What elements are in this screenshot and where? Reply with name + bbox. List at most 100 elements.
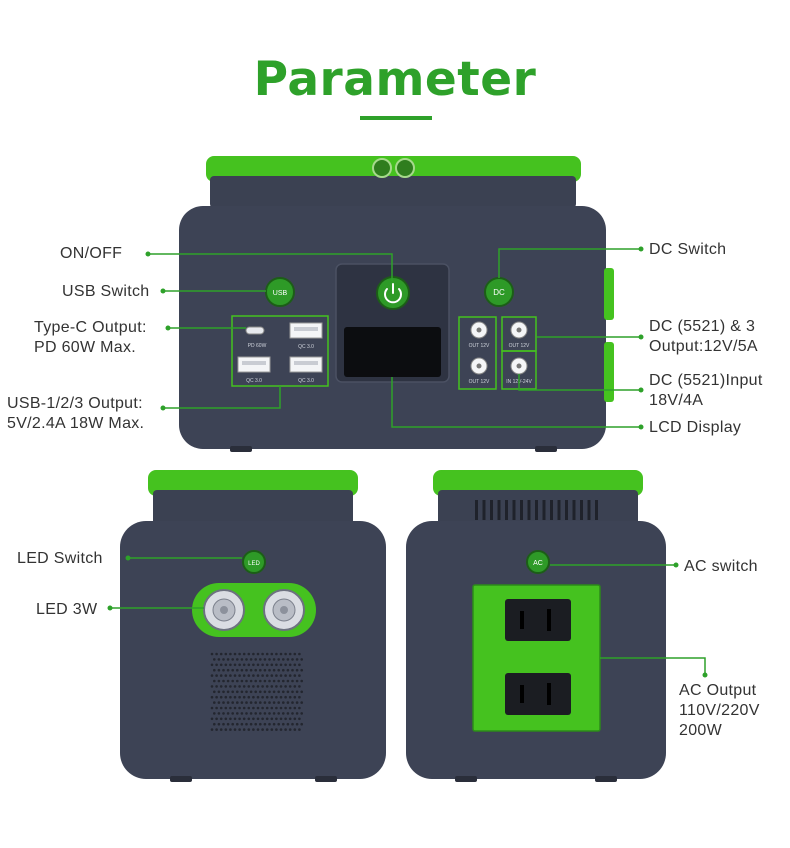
speaker-hole (300, 658, 304, 661)
speaker-hole (224, 706, 228, 710)
foot (535, 446, 557, 452)
speaker-hole (247, 674, 251, 677)
title-underline (360, 116, 432, 120)
led-switch-button[interactable] (242, 550, 266, 574)
speaker-hole (277, 722, 281, 726)
speaker-hole (252, 663, 255, 667)
speaker-hole (219, 717, 223, 721)
speaker-hole (295, 690, 299, 694)
speaker-hole (240, 658, 244, 661)
label-ac-switch: AC switch (684, 558, 758, 575)
dc-port-1-label: OUT 12V (469, 343, 490, 349)
speaker-hole (224, 685, 228, 688)
usb-switch-button[interactable] (265, 277, 295, 307)
speaker-hole (270, 652, 274, 656)
speaker-hole (245, 658, 248, 661)
label-usb-switch: USB Switch (62, 283, 150, 300)
speaker-hole (300, 679, 304, 683)
speaker-hole (291, 668, 294, 672)
label-usb-output: USB-1/2/3 Output: 5V/2.4A 18W Max. (7, 395, 145, 432)
speaker-hole (282, 658, 285, 661)
dc-button-label: DC (493, 288, 505, 297)
speaker-hole (263, 668, 267, 672)
speaker-hole (210, 663, 214, 667)
speaker-hole (275, 717, 278, 721)
vent-slot (580, 500, 583, 520)
speaker-hole (284, 685, 287, 688)
speaker-hole (284, 728, 287, 731)
speaker-hole (259, 722, 262, 726)
vent-slot (572, 500, 576, 520)
back-view: AC (406, 470, 666, 782)
speaker-hole (219, 674, 223, 677)
speaker-hole (229, 728, 232, 731)
speaker-hole (270, 717, 274, 721)
ac-switch-button[interactable] (526, 550, 550, 574)
speaker-hole (286, 679, 290, 683)
speaker-hole (224, 695, 228, 699)
label-type-c-output: Type-C Output: PD 60W Max. (34, 319, 147, 356)
speaker-hole (210, 652, 214, 656)
type-c-port (245, 326, 265, 335)
label-led-switch: LED Switch (17, 550, 103, 567)
speaker-hole (245, 722, 248, 726)
speaker-hole (249, 658, 253, 661)
speaker-hole (282, 722, 285, 726)
speaker-hole (222, 722, 225, 726)
speaker-hole (233, 695, 237, 699)
speaker-hole (277, 658, 281, 661)
speaker-hole (231, 722, 234, 726)
vent-slot (475, 500, 478, 520)
label-dc5521-input: DC (5521)Input 18V/4A (649, 372, 763, 409)
speaker-hole (298, 652, 301, 656)
speaker-hole (259, 658, 262, 661)
speaker-hole (293, 695, 297, 699)
outlet-slot (520, 611, 524, 629)
speaker-hole (242, 674, 246, 677)
speaker-hole (291, 690, 294, 694)
speaker-hole (215, 717, 218, 721)
vent-slot (497, 500, 501, 520)
led-button-label: LED (248, 561, 260, 567)
speaker-hole (254, 668, 257, 672)
speaker-hole (231, 668, 234, 672)
speaker-hole (284, 674, 287, 677)
foot (230, 446, 252, 452)
speaker-hole (270, 706, 274, 710)
speaker-hole (231, 712, 234, 715)
speaker-hole (236, 701, 239, 704)
speaker-hole (265, 652, 269, 656)
speaker-hole (247, 652, 251, 656)
side-lid (148, 470, 358, 496)
speaker-hole (268, 690, 271, 694)
speaker-hole (279, 685, 283, 688)
speaker-hole (238, 685, 241, 688)
speaker-hole (236, 690, 239, 694)
speaker-hole (263, 658, 267, 661)
speaker-hole (272, 722, 276, 726)
side-view: LED (120, 470, 386, 782)
speaker-hole (277, 690, 281, 694)
speaker-hole (279, 695, 283, 699)
speaker-hole (282, 668, 285, 672)
vent-slot (542, 500, 546, 520)
speaker-hole (254, 690, 257, 694)
speaker-hole (288, 706, 292, 710)
speaker-hole (268, 722, 271, 726)
speaker-hole (288, 695, 292, 699)
speaker-hole (249, 712, 253, 715)
speaker-hole (293, 685, 297, 688)
speaker-hole (242, 663, 246, 667)
speaker-hole (270, 685, 274, 688)
speaker-hole (288, 663, 292, 667)
speaker-hole (261, 706, 264, 710)
speaker-hole (284, 706, 287, 710)
speaker-hole (291, 722, 294, 726)
speaker-hole (256, 695, 260, 699)
speaker-hole (240, 712, 244, 715)
speaker-hole (256, 706, 260, 710)
speaker-hole (268, 712, 271, 715)
speaker-hole (298, 695, 301, 699)
speaker-hole (286, 690, 290, 694)
speaker-hole (261, 728, 264, 731)
